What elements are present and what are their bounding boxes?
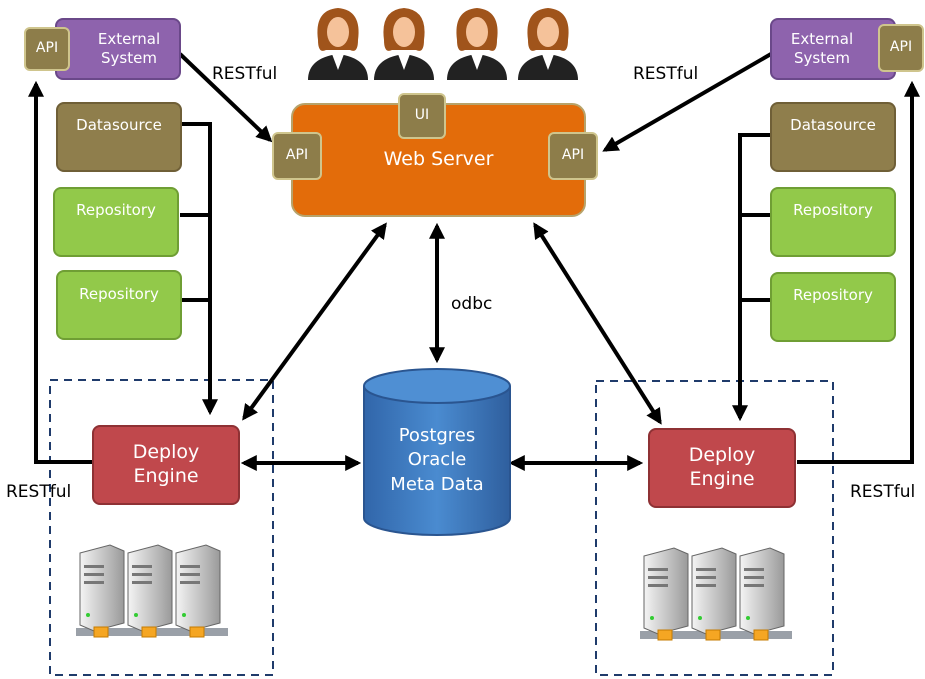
businesswoman-icon xyxy=(308,8,368,80)
left-external-to-web-arrow xyxy=(178,52,273,143)
right-external-to-web-arrow xyxy=(602,52,773,152)
left-external-system-label: External System xyxy=(97,30,161,67)
left-restful-top-label: RESTful xyxy=(212,64,278,84)
right-external-api-label: API xyxy=(889,39,913,56)
left-datasource-box: Datasource xyxy=(56,102,182,172)
right-repository-1-box: Repository xyxy=(770,187,896,257)
right-datasource-bus-arrow xyxy=(732,133,771,422)
left-restful-return-arrow xyxy=(28,80,92,464)
database-line-1: Postgres xyxy=(398,425,476,446)
odbc-label: odbc xyxy=(451,294,493,314)
left-cluster-boundary xyxy=(49,379,274,676)
right-datasource-label: Datasource xyxy=(790,116,876,134)
web-right-deploy-arrow xyxy=(533,222,662,425)
right-deploy-engine-label: Deploy Engine xyxy=(688,444,756,490)
right-repository-1-label: Repository xyxy=(793,201,873,219)
left-repository-1-label: Repository xyxy=(76,201,156,219)
web-api-right-box: API xyxy=(548,132,598,180)
left-external-api-label: API xyxy=(35,40,59,57)
web-ui-box: UI xyxy=(398,93,446,139)
left-deploy-engine-label: Deploy Engine xyxy=(132,441,200,487)
businesswoman-icon xyxy=(518,8,578,80)
right-server-cluster-icon xyxy=(640,547,792,641)
database-line-3: Meta Data xyxy=(390,473,484,495)
left-deploy-engine-box: Deploy Engine xyxy=(92,425,240,505)
left-restful-bottom-label: RESTful xyxy=(6,482,72,502)
right-repository-2-label: Repository xyxy=(793,286,873,304)
left-external-system-box: External System xyxy=(55,18,181,80)
businesswoman-icon xyxy=(374,8,434,80)
database-label: Postgres Oracle Meta Data xyxy=(364,424,510,497)
web-api-left-label: API xyxy=(285,147,309,164)
left-datasource-label: Datasource xyxy=(76,116,162,134)
businesswoman-icon xyxy=(447,8,507,80)
database-cylinder-icon xyxy=(363,368,511,536)
users-group xyxy=(308,8,578,80)
right-external-system-label: External System xyxy=(790,30,854,67)
left-external-api-box: API xyxy=(24,27,70,71)
left-server-cluster-icon xyxy=(76,544,228,638)
right-deploy-engine-box: Deploy Engine xyxy=(648,428,796,508)
web-server-label: Web Server xyxy=(383,148,494,171)
web-left-deploy-arrow xyxy=(242,222,387,421)
web-api-right-label: API xyxy=(561,147,585,164)
left-repository-2-box: Repository xyxy=(56,270,182,340)
right-restful-top-label: RESTful xyxy=(633,64,699,84)
right-repository-2-box: Repository xyxy=(770,272,896,342)
left-repository-2-label: Repository xyxy=(79,285,159,303)
web-api-left-box: API xyxy=(272,132,322,180)
right-restful-return-arrow xyxy=(797,80,920,464)
left-datasource-bus-arrow xyxy=(180,122,218,416)
right-restful-bottom-label: RESTful xyxy=(850,482,916,502)
database-line-2: Oracle xyxy=(407,449,467,471)
right-external-api-box: API xyxy=(878,24,924,72)
left-repository-1-box: Repository xyxy=(53,187,179,257)
right-cluster-boundary xyxy=(595,380,834,676)
web-ui-label: UI xyxy=(414,107,430,124)
right-datasource-box: Datasource xyxy=(770,102,896,172)
